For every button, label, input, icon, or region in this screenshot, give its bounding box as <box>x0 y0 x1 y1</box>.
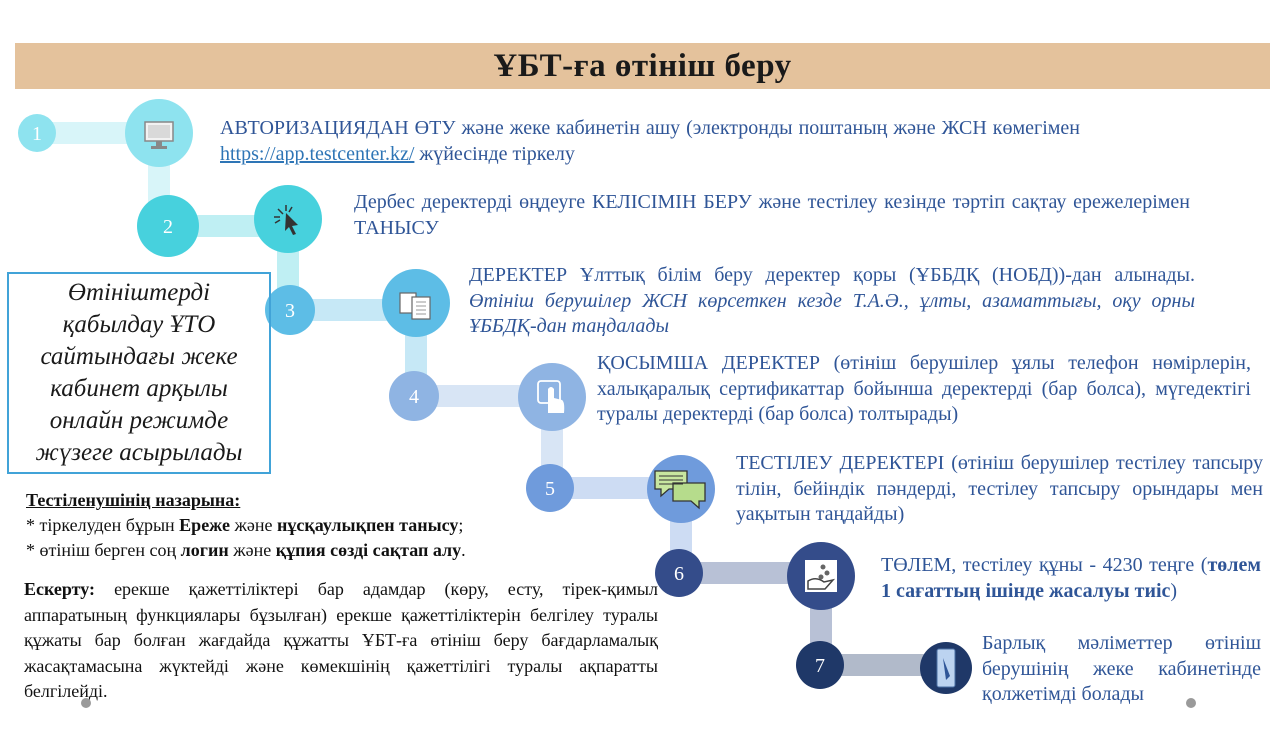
step-1-number: 1 <box>32 123 42 145</box>
notice-item-part: және <box>228 540 276 560</box>
step-6-text-part: төлем 1 сағаттың ішінде жасалуы тиіс <box>881 554 1261 602</box>
notice-item: * тіркелуден бұрын Ереже және нұсқаулықп… <box>26 513 656 538</box>
notice-item-part: логин <box>180 540 229 560</box>
monitor-icon <box>125 99 193 167</box>
online-info-box: Өтініштерді қабылдау ҰТО сайтындағы жеке… <box>7 272 271 474</box>
hand-touch-icon <box>518 363 586 431</box>
step-6-text-part: ТӨЛЕМ, тестілеу құны - 4230 теңге ( <box>881 554 1208 576</box>
step-5-text-part: ТЕСТІЛЕУ ДЕРЕКТЕРІ (өтініш берушілер тес… <box>736 452 1263 525</box>
cursor-click-icon <box>254 185 322 253</box>
step-2-number-badge: 2 <box>137 195 199 257</box>
step-3-description: ДЕРЕКТЕР Ұлттық білім беру деректер қоры… <box>469 263 1195 340</box>
connector-horizontal-4 <box>414 385 552 407</box>
step-7-number-badge: 7 <box>796 641 844 689</box>
step-6-description: ТӨЛЕМ, тестілеу құны - 4230 теңге (төлем… <box>881 553 1261 604</box>
slide-dot-left <box>81 698 91 708</box>
step-1-number-badge: 1 <box>18 114 56 152</box>
step-1-text-part: жүйесінде тіркелу <box>414 142 575 165</box>
step-6-number: 6 <box>674 563 684 585</box>
step-2-description: Дербес деректерді өңдеуге КЕЛІСІМІН БЕРУ… <box>354 190 1190 241</box>
step-3-number-badge: 3 <box>265 285 315 335</box>
warning-text: ерекше қажеттіліктері бар адамдар (көру,… <box>24 579 658 701</box>
title-banner: ҰБТ-ға өтініш беру <box>15 43 1270 89</box>
step-3-text-part: ДЕРЕКТЕР Ұлттық білім беру деректер қоры… <box>469 264 1195 286</box>
online-info-text: Өтініштерді қабылдау ҰТО сайтындағы жеке… <box>35 279 243 466</box>
step-7-text-part: Барлық мәліметтер өтініш берушінің жеке … <box>982 632 1261 705</box>
warning-section: Ескерту: ерекше қажеттіліктері бар адамд… <box>24 577 658 705</box>
step-4-text-part: ҚОСЫМША ДЕРЕКТЕР (өтініш берушілер ұялы … <box>597 352 1251 425</box>
connector-horizontal-7 <box>820 654 946 676</box>
notice-item-part: нұсқаулықпен танысу <box>277 515 459 535</box>
step-1-text-part: АВТОРИЗАЦИЯДАН ӨТУ және жеке кабинетін а… <box>220 117 1080 139</box>
notice-section: Тестіленушінің назарына: * тіркелуден бұ… <box>26 488 656 563</box>
step-5-description: ТЕСТІЛЕУ ДЕРЕКТЕРІ (өтініш берушілер тес… <box>736 451 1263 528</box>
documents-icon <box>382 269 450 337</box>
notice-item-part: * тіркелуден бұрын <box>26 515 180 535</box>
step-1-description: АВТОРИЗАЦИЯДАН ӨТУ және жеке кабинетін а… <box>220 116 1080 167</box>
hand-coins-icon <box>787 542 855 610</box>
step-5-number-badge: 5 <box>526 464 574 512</box>
step-7-number: 7 <box>815 655 825 677</box>
chat-bubbles-icon <box>647 455 715 523</box>
notice-item-part: және <box>229 515 278 535</box>
step-4-number: 4 <box>409 386 419 408</box>
step-3-number: 3 <box>285 300 295 322</box>
step-4-number-badge: 4 <box>389 371 439 421</box>
warning-label: Ескерту: <box>24 579 96 599</box>
notice-item: * өтініш берген соң логин және құпия сөз… <box>26 538 656 563</box>
notice-item-part: Ереже <box>179 515 230 535</box>
testcenter-link[interactable]: https://app.testcenter.kz/ <box>220 142 415 165</box>
step-7-description: Барлық мәліметтер өтініш берушінің жеке … <box>982 631 1261 708</box>
step-6-text-part: ) <box>1170 579 1178 602</box>
id-card-icon <box>920 642 972 694</box>
notice-item-part: құпия сөзді сақтап алу <box>275 540 462 560</box>
step-2-number: 2 <box>163 216 173 238</box>
slide-dot-right <box>1186 698 1196 708</box>
notice-item-part: . <box>461 540 466 560</box>
step-3-text-part: Өтініш берушілер ЖСН көрсеткен кезде Т.А… <box>469 289 1195 338</box>
notice-item-part: ; <box>458 515 464 535</box>
connector-horizontal-6 <box>679 562 821 584</box>
step-5-number: 5 <box>545 478 555 500</box>
step-2-text-part: Дербес деректерді өңдеуге КЕЛІСІМІН БЕРУ… <box>354 191 1190 239</box>
notice-item-part: * өтініш берген соң <box>26 540 181 560</box>
step-4-description: ҚОСЫМША ДЕРЕКТЕР (өтініш берушілер ұялы … <box>597 351 1251 428</box>
step-6-number-badge: 6 <box>655 549 703 597</box>
page-title: ҰБТ-ға өтініш беру <box>493 47 792 84</box>
notice-heading: Тестіленушінің назарына: <box>26 490 241 510</box>
